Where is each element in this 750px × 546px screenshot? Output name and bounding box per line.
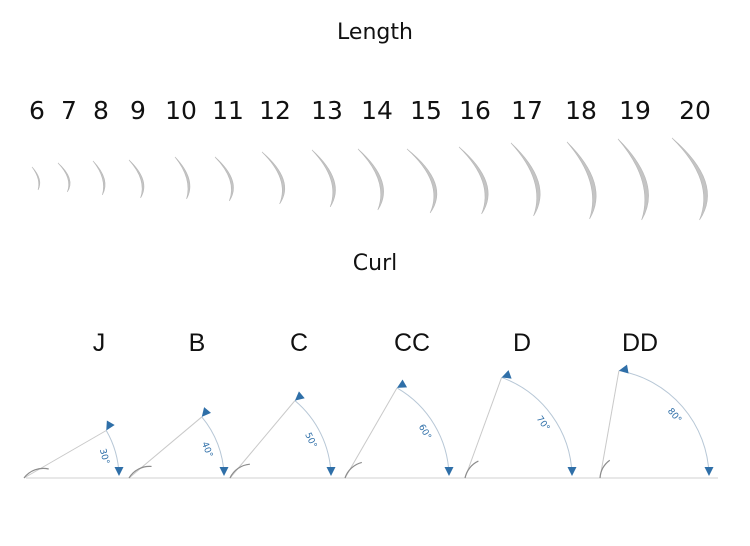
curl-diagram-b: 40° xyxy=(128,407,229,479)
curl-label-d: D xyxy=(512,329,532,357)
lash-19 xyxy=(617,138,649,221)
length-title: Length xyxy=(337,20,413,45)
curl-label-dd: DD xyxy=(621,329,659,357)
curl-guide-line xyxy=(344,387,398,479)
curl-lash-shape xyxy=(344,461,362,479)
length-18: 18 xyxy=(565,96,597,125)
curl-angle-label: 40° xyxy=(199,441,214,459)
length-6: 6 xyxy=(29,96,45,125)
length-13: 13 xyxy=(311,96,343,125)
length-8: 8 xyxy=(93,96,109,125)
curl-guide-line xyxy=(599,370,620,479)
curl-guide-line xyxy=(229,400,296,479)
curl-arrow-end xyxy=(567,467,577,476)
curl-angle-label: 30° xyxy=(97,448,111,466)
curl-arrow-start xyxy=(294,391,305,401)
curl-arrow-end xyxy=(219,467,229,476)
length-7: 7 xyxy=(61,96,77,125)
curl-guide-line xyxy=(23,430,107,479)
length-11: 11 xyxy=(212,96,244,125)
curl-angle-label: 70° xyxy=(534,414,551,433)
curl-label-cc: CC xyxy=(393,329,431,357)
curl-angle-arc xyxy=(294,400,332,476)
lash-18 xyxy=(566,141,597,220)
length-16: 16 xyxy=(459,96,491,125)
curl-diagram-cc: 60° xyxy=(344,379,454,479)
length-20: 20 xyxy=(679,96,711,125)
curl-angle-arc xyxy=(396,387,450,476)
lash-9 xyxy=(128,159,145,199)
curl-diagram-dd: 80° xyxy=(599,364,714,479)
curl-arrow-end xyxy=(114,467,124,476)
curl-diagram-d: 70° xyxy=(464,370,577,479)
curl-lash-shape xyxy=(599,459,611,479)
length-14: 14 xyxy=(361,96,393,125)
curl-angle-label: 50° xyxy=(302,431,318,450)
lash-14 xyxy=(357,148,384,211)
lash-15 xyxy=(406,148,438,214)
length-lashes xyxy=(31,137,708,221)
curl-arrow-start xyxy=(618,364,629,374)
lash-11 xyxy=(214,156,234,202)
length-19: 19 xyxy=(619,96,651,125)
curl-diagrams: 30° 40° 50° 60° 70° 80° xyxy=(23,364,718,479)
curl-diagram-j: 30° xyxy=(23,420,124,479)
length-17: 17 xyxy=(511,96,543,125)
curl-arrow-end xyxy=(444,467,454,476)
lash-16 xyxy=(458,146,489,215)
curl-lash-shape xyxy=(464,460,479,479)
length-12: 12 xyxy=(259,96,291,125)
length-10: 10 xyxy=(165,96,197,125)
curl-angle-label: 80° xyxy=(665,407,683,426)
curl-title: Curl xyxy=(352,251,398,276)
curl-label-j: J xyxy=(92,329,106,357)
curl-angle-arc xyxy=(618,370,710,476)
curl-arrow-start xyxy=(501,370,512,379)
length-15: 15 xyxy=(410,96,442,125)
curl-lash-shape xyxy=(128,465,152,479)
lash-20 xyxy=(671,137,708,221)
curl-angle-arc xyxy=(501,376,573,476)
curl-lash-shape xyxy=(23,467,49,479)
curl-arrow-start xyxy=(201,407,212,417)
lash-13 xyxy=(311,149,336,208)
curl-arrow-end xyxy=(326,467,336,476)
curl-arrow-end xyxy=(704,467,714,476)
lash-8 xyxy=(92,160,106,196)
curl-label-c: C xyxy=(289,329,309,357)
lash-10 xyxy=(174,156,191,200)
lash-6 xyxy=(31,166,41,191)
curl-diagram-c: 50° xyxy=(229,391,336,479)
curl-label-b: B xyxy=(188,329,206,357)
curl-arrow-start xyxy=(106,420,115,431)
curl-arrow-start xyxy=(397,379,408,388)
curl-angle-label: 60° xyxy=(416,423,433,442)
curl-guide-line xyxy=(464,377,503,479)
lash-7 xyxy=(57,162,71,193)
lash-17 xyxy=(510,142,541,217)
lash-12 xyxy=(261,151,286,205)
length-9: 9 xyxy=(130,96,146,125)
curl-lash-shape xyxy=(229,463,250,479)
